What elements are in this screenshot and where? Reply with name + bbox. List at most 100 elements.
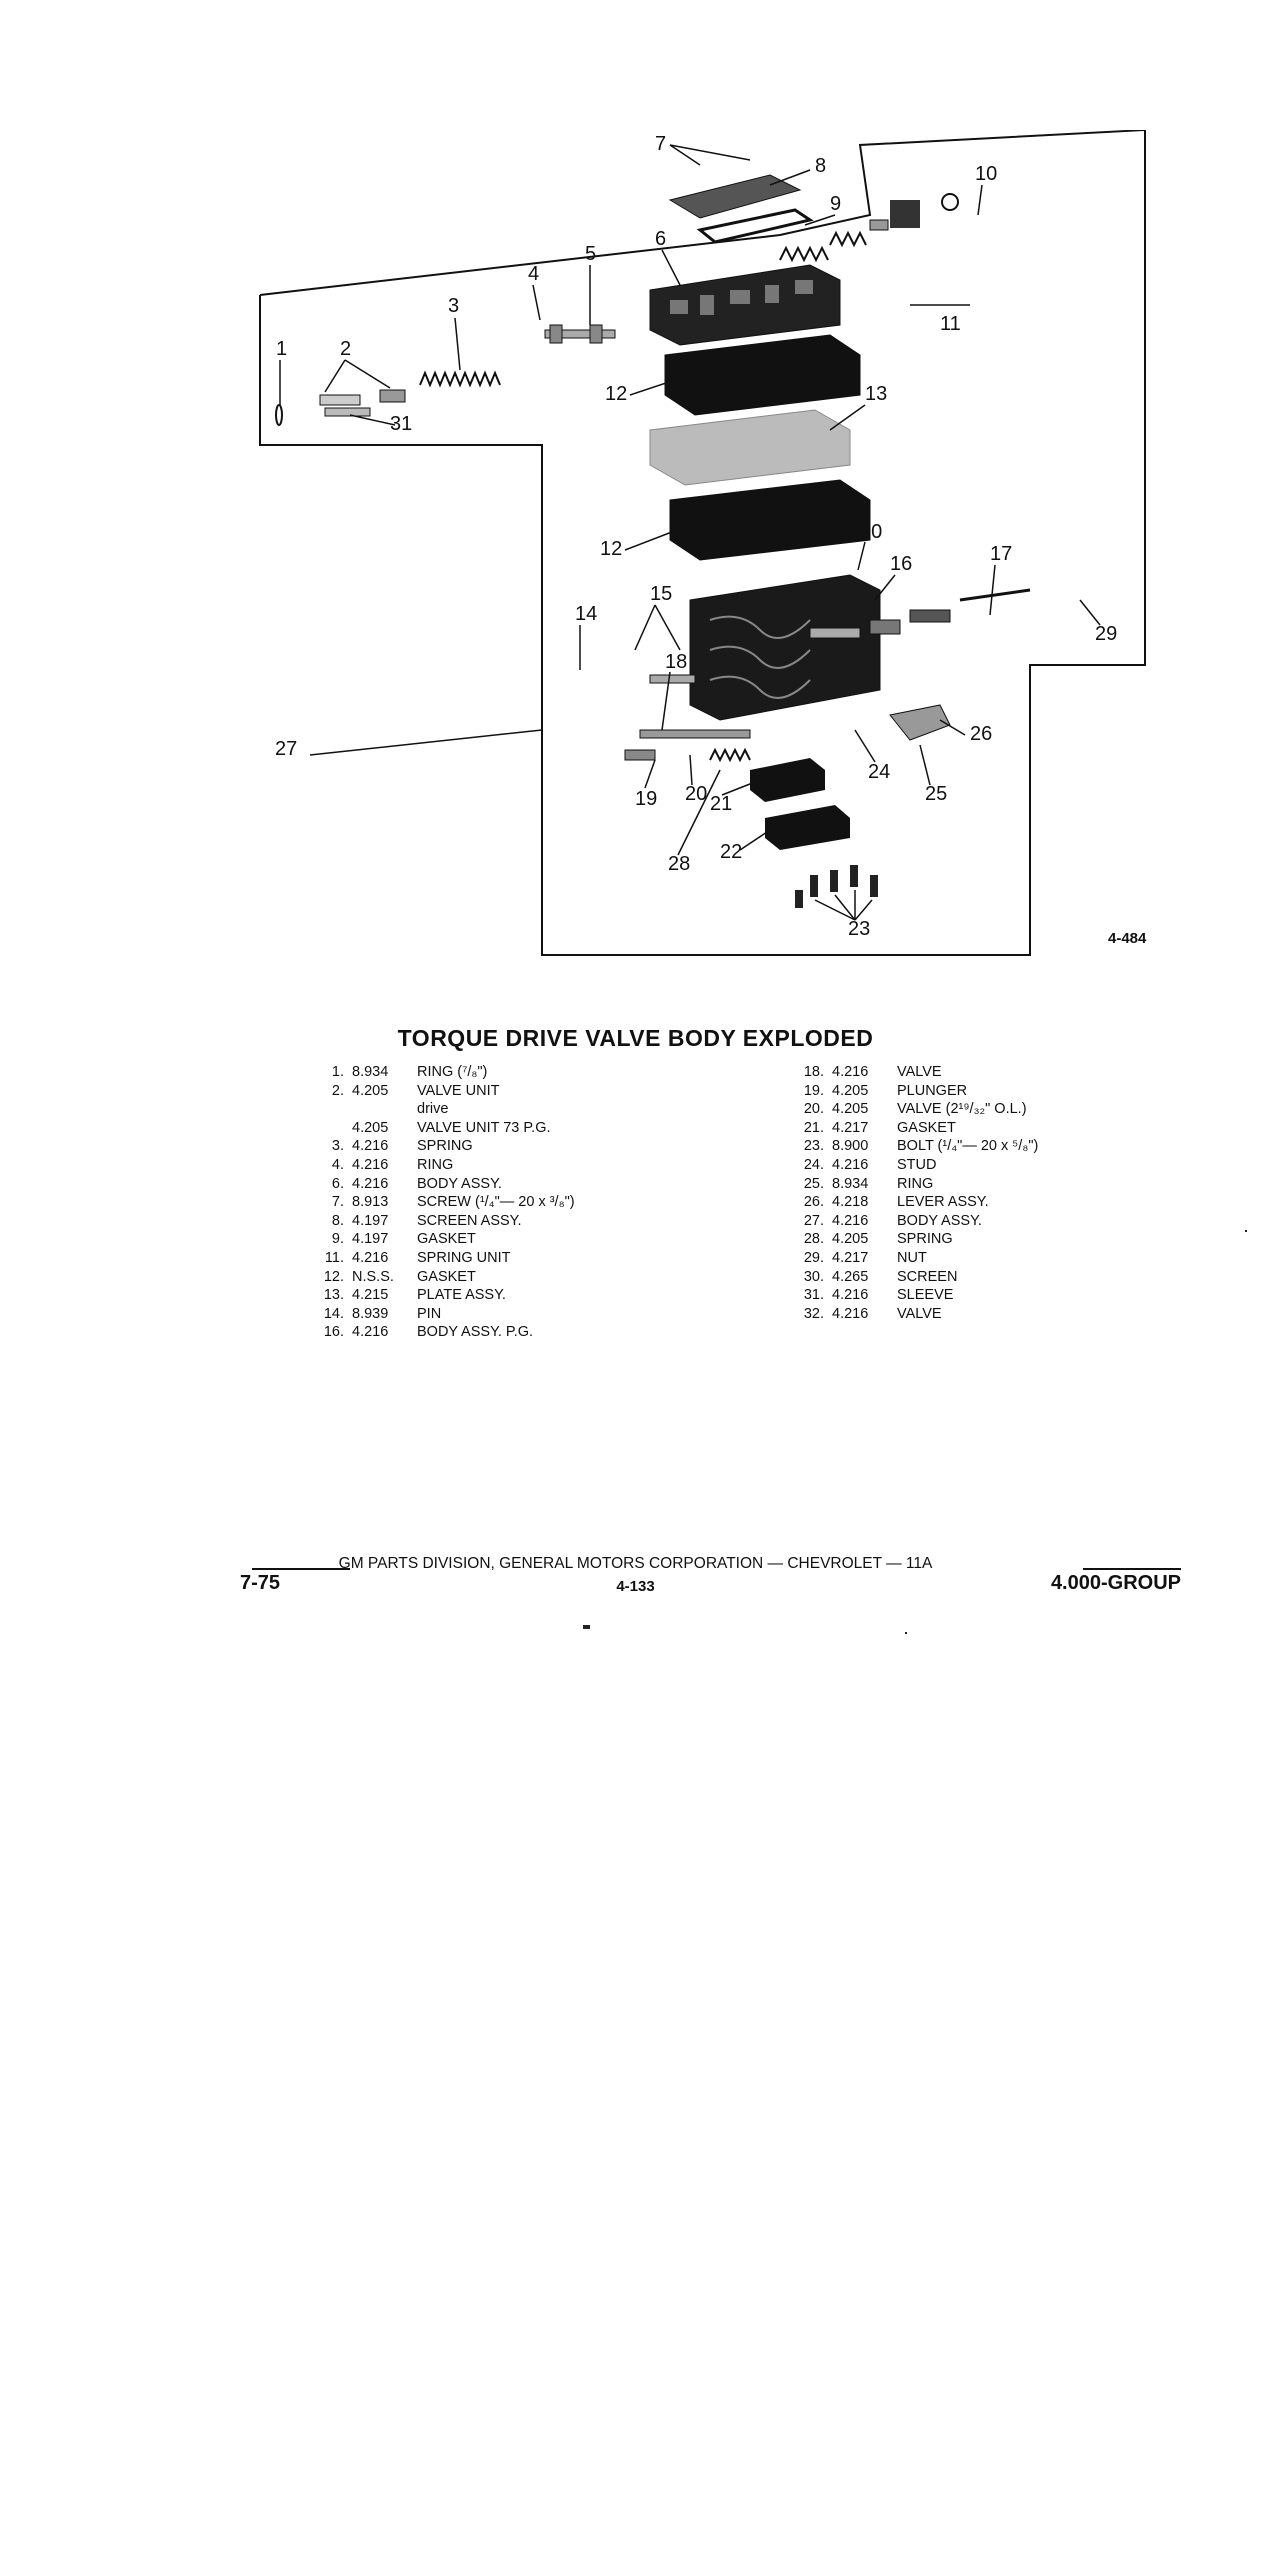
callout-26: 26 (970, 723, 992, 745)
group-number: 8.900 (832, 1138, 869, 1155)
part-2-valve-unit (319, 389, 406, 417)
part-description: SPRING UNIT (417, 1249, 511, 1266)
group-number: N.S.S. (352, 1268, 394, 1285)
callout-16: 16 (890, 553, 912, 575)
footer-date: 7-75 (240, 1572, 281, 1594)
scan-speck (1245, 1230, 1247, 1232)
callout-18: 18 (665, 651, 687, 673)
callout-14: 14 (575, 603, 597, 625)
group-number: 4.217 (832, 1249, 869, 1266)
part-description: BODY ASSY. (417, 1175, 502, 1192)
footer-page-number: 4-133 (616, 1578, 655, 1595)
parts-row: 12.N.S.S.GASKET (300, 1268, 575, 1287)
parts-row: drive (300, 1100, 575, 1119)
callout-19: 19 (635, 788, 657, 810)
part-number: 26. (803, 1194, 824, 1211)
part-16-body-assy-pg (689, 574, 881, 721)
part-description: VALVE (897, 1064, 942, 1080)
part-number (300, 1119, 352, 1138)
part-29-rod (959, 588, 1031, 602)
group-number: 8.934 (832, 1175, 869, 1192)
part-number: 16. (323, 1324, 344, 1341)
part-description: SPRING (417, 1138, 473, 1155)
group-number: 4.218 (832, 1194, 869, 1211)
parts-row: 20. 4.205 VALVE (2¹⁹/₃₂" O.L.) (780, 1100, 1038, 1119)
group-number (352, 1100, 417, 1119)
group-number: 4.197 (352, 1212, 389, 1229)
scan-speck (583, 1625, 590, 1629)
callout-20: 20 (685, 783, 707, 805)
page-title: TORQUE DRIVE VALVE BODY EXPLODED (397, 1025, 874, 1051)
callout-22: 22 (720, 841, 742, 863)
group-number: 4.216 (352, 1156, 389, 1173)
part-number: 7. (331, 1194, 344, 1211)
part-number: 11. (324, 1249, 344, 1266)
part-number: 3. (331, 1138, 344, 1155)
part-description: drive (417, 1101, 449, 1118)
group-number: 4.205 (832, 1082, 869, 1099)
part-28-spring (709, 747, 751, 763)
callout-4: 4 (528, 263, 539, 285)
part-description: SPRING (897, 1231, 953, 1248)
part-number: 2. (331, 1082, 344, 1099)
callout-3: 3 (448, 295, 459, 317)
part-description: PIN (417, 1305, 442, 1322)
part-description: NUT (897, 1249, 927, 1266)
group-number: 4.216 (352, 1324, 389, 1341)
part-1-ring (275, 404, 283, 426)
part-number: 29. (803, 1249, 824, 1266)
part-5-valve (544, 324, 616, 344)
part-11-spring-unit (779, 230, 867, 263)
part-description: RING (⁷/₈") (417, 1064, 488, 1080)
callout-15: 15 (650, 583, 672, 605)
callout-6: 6 (655, 228, 666, 250)
group-number: 4.216 (832, 1156, 869, 1173)
part-number: 1. (331, 1064, 344, 1080)
part-10-valve-parts (869, 193, 959, 231)
part-description: VALVE UNIT 73 P.G. (417, 1119, 551, 1136)
part-number: 20. (803, 1101, 824, 1118)
part-6-body-assy (649, 264, 841, 346)
part-description: GASKET (897, 1119, 956, 1136)
group-number: 4.217 (832, 1119, 869, 1136)
part-description: SCREW (¹/₄"— 20 x ³/₈") (417, 1194, 575, 1211)
callout-28: 28 (668, 853, 690, 875)
part-12-gasket-lower (669, 479, 871, 561)
callout-17: 17 (990, 543, 1012, 565)
part-number: 6. (331, 1175, 344, 1192)
callout-21: 21 (710, 793, 732, 815)
parts-row: 29. 4.217 NUT (780, 1249, 1038, 1268)
part-number: 31. (803, 1287, 824, 1304)
part-number (300, 1100, 352, 1119)
group-number: 4.216 (832, 1287, 869, 1304)
group-number: 4.216 (352, 1249, 389, 1266)
part-9-gasket (696, 208, 814, 244)
group-number: 4.197 (352, 1231, 389, 1248)
group-number: 4.205 (832, 1101, 869, 1118)
part-description: RING (417, 1156, 454, 1173)
callout-8: 8 (815, 155, 826, 177)
callout-11: 11 (940, 313, 961, 335)
group-number: 4.205 (832, 1231, 869, 1248)
part-number: 25. (803, 1175, 824, 1192)
callout-30: 30 (860, 521, 882, 543)
callout-25: 25 (925, 783, 947, 805)
part-description: LEVER ASSY. (897, 1194, 989, 1211)
part-number: 12. (323, 1268, 344, 1285)
parts-row: 26. 4.218 LEVER ASSY. (780, 1193, 1038, 1212)
part-description: VALVE (2¹⁹/₃₂" O.L.) (897, 1101, 1027, 1118)
part-description: SCREEN ASSY. (417, 1212, 522, 1229)
